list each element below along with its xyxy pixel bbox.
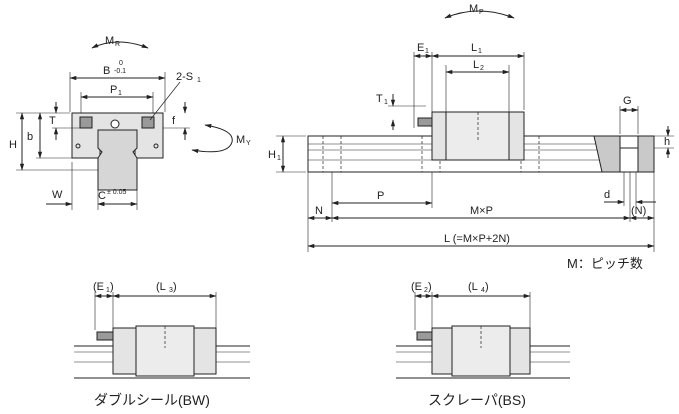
- t1-label: T: [376, 93, 383, 105]
- right-tap-hole: [141, 116, 155, 129]
- svg-text:): ): [110, 281, 114, 293]
- d-label: d: [604, 189, 610, 201]
- svg-text:): ): [485, 281, 489, 293]
- svg-text:1: 1: [277, 155, 281, 162]
- mxp-label: M×P: [470, 205, 493, 217]
- side-view: [276, 10, 674, 252]
- h1-label: H: [268, 149, 276, 161]
- svg-text:1: 1: [118, 90, 122, 97]
- f-label: f: [172, 115, 176, 127]
- l1-label: L: [471, 42, 477, 54]
- bw-e1-label: (E: [93, 281, 104, 293]
- bw-caption: ダブルシール(BW): [94, 392, 210, 408]
- svg-text:1: 1: [478, 48, 482, 55]
- bs-e2-label: (E: [411, 281, 422, 293]
- moment-mp-arrow: [444, 10, 515, 19]
- svg-text:3: 3: [169, 287, 173, 294]
- e1-label: E: [417, 42, 424, 54]
- t-label: T: [49, 115, 56, 127]
- l-total-label: L (=M×P+2N): [444, 233, 510, 245]
- mp-label: M: [469, 3, 478, 15]
- svg-text:P: P: [479, 9, 484, 16]
- my-label: M: [236, 134, 245, 146]
- section-view-labels: M R B 0 -0.1 2-S 1 P 1 T H b f W C ± 0.0…: [9, 35, 251, 202]
- grease-nipple: [417, 117, 433, 127]
- double-seal-view: [74, 292, 250, 379]
- svg-text:0: 0: [119, 60, 123, 67]
- svg-text:-0.1: -0.1: [114, 68, 126, 75]
- left-tap-hole: [79, 116, 93, 129]
- rail-section: [97, 129, 138, 191]
- side-view-labels: M P E 1 L 1 L 2 T 1 H 1 P N M×P (N) d G …: [268, 3, 670, 271]
- svg-text:± 0.05: ± 0.05: [107, 189, 127, 196]
- n-right-label: (N): [631, 205, 646, 217]
- section-view: [16, 41, 233, 210]
- p-label: P: [377, 190, 384, 202]
- svg-text:2: 2: [480, 65, 484, 72]
- svg-text:): ): [173, 281, 177, 293]
- g-label: G: [623, 95, 632, 107]
- bw-l3-label: (L: [156, 281, 166, 293]
- b-label: B: [103, 65, 110, 77]
- h-label: H: [9, 139, 17, 151]
- scraper-view: [396, 292, 570, 379]
- moment-mr-arrow: [91, 41, 149, 49]
- moment-my-arrow: [191, 123, 233, 154]
- double-seal-labels: (E 1 ) (L 3 ) ダブルシール(BW): [93, 281, 210, 408]
- n-label: N: [315, 205, 323, 217]
- svg-text:1: 1: [384, 99, 388, 106]
- b-height-label: b: [27, 131, 33, 143]
- pitch-note: M：ピッチ数: [567, 256, 643, 271]
- svg-text:): ): [428, 281, 432, 293]
- scraper-labels: (E 2 ) (L 4 ) スクレーパ(BS): [411, 281, 526, 408]
- svg-text:4: 4: [481, 287, 485, 294]
- svg-text:1: 1: [197, 77, 201, 84]
- bs-l4-label: (L: [468, 281, 478, 293]
- svg-text:R: R: [115, 41, 120, 48]
- l2-label: L: [473, 59, 479, 71]
- w-label: W: [52, 189, 63, 201]
- h-small-label: h: [664, 136, 670, 148]
- p1-label: P: [110, 84, 117, 96]
- bs-caption: スクレーパ(BS): [428, 392, 526, 408]
- svg-text:1: 1: [106, 287, 110, 294]
- hole-2s1-label: 2-S: [176, 71, 193, 83]
- svg-text:Y: Y: [246, 140, 251, 147]
- mr-label: M: [105, 35, 114, 47]
- svg-text:1: 1: [425, 48, 429, 55]
- c-label: C: [98, 190, 106, 202]
- svg-text:2: 2: [424, 287, 428, 294]
